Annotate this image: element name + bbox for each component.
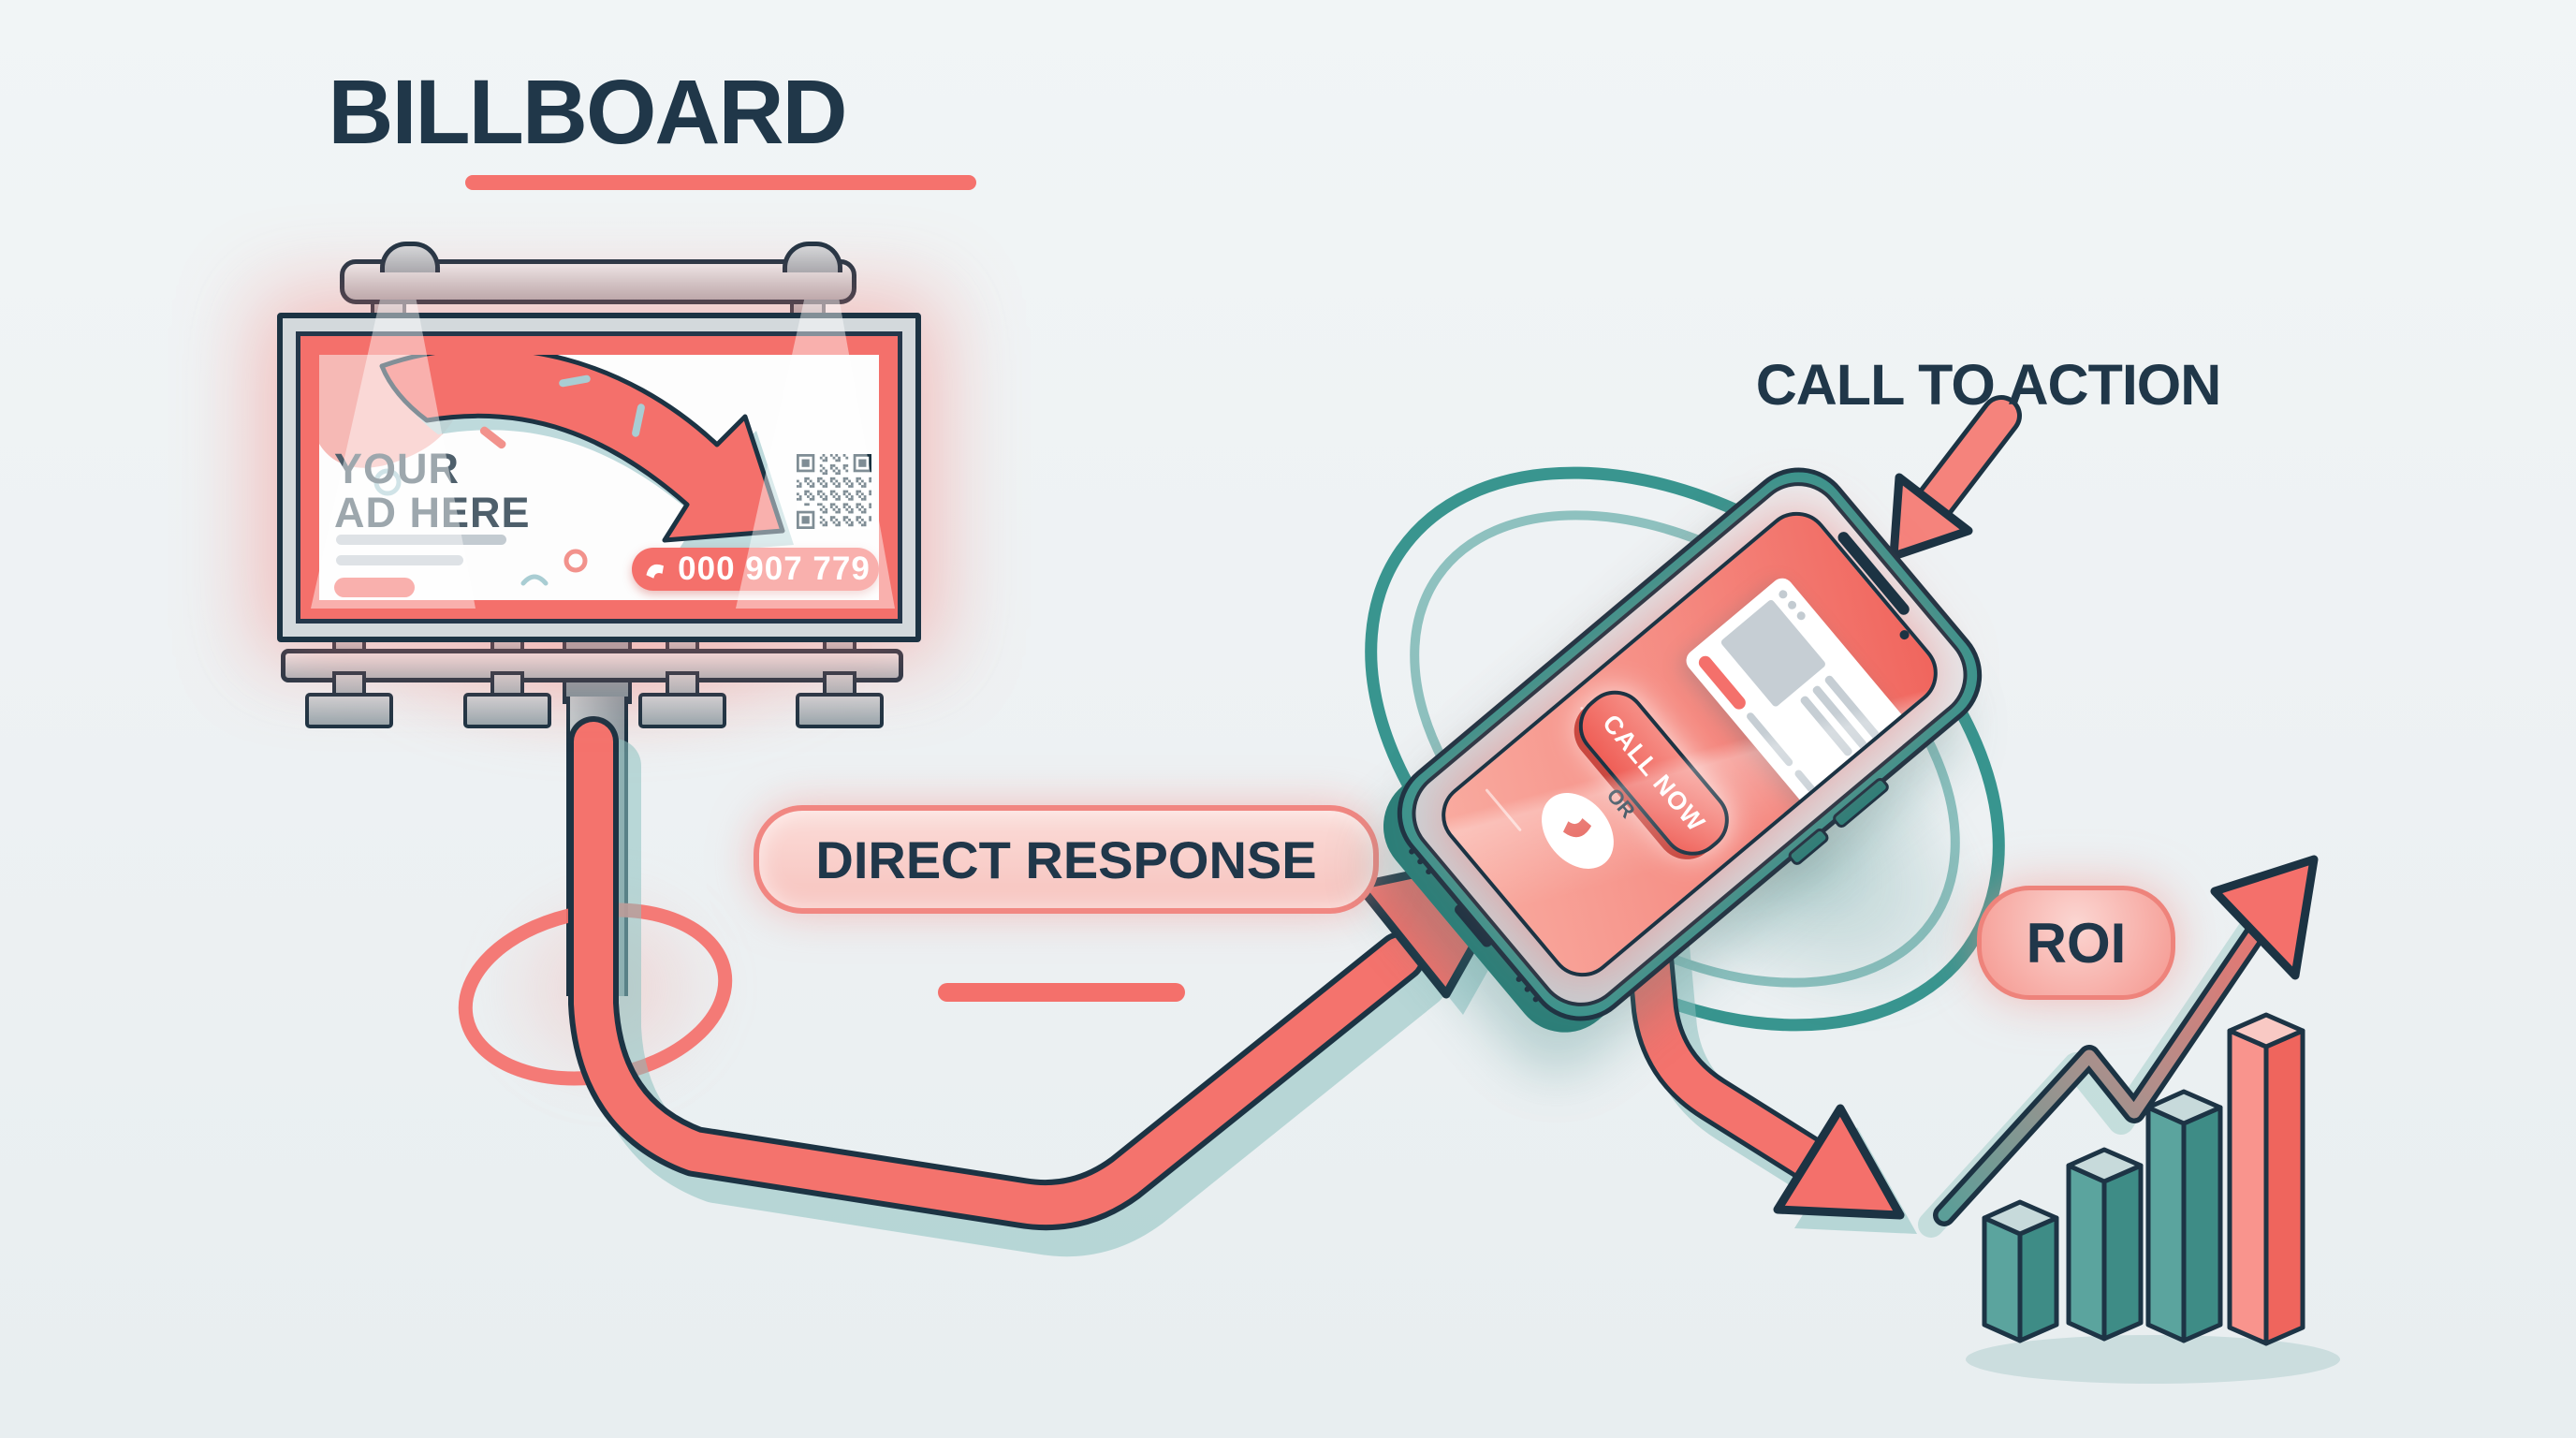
billboard-red-mat: YOUR AD HERE 000 907 779 — [296, 331, 902, 624]
text-line — [1745, 711, 1794, 768]
call-option-bubble[interactable] — [1527, 778, 1629, 884]
cta-placeholder-pill — [1695, 653, 1749, 712]
cta-arrow — [1913, 395, 2022, 524]
teal-dash-decoration — [559, 374, 591, 388]
direct-response-label: DIRECT RESPONSE — [815, 829, 1317, 889]
roi-label: ROI — [2026, 911, 2127, 975]
flow-ribbon-main — [568, 716, 1448, 1257]
billboard-lamp-icon — [380, 242, 440, 272]
phone-receiver-icon — [1562, 818, 1592, 838]
billboard-phone-number: 000 907 779 — [678, 550, 871, 587]
billboard-ad-text: YOUR AD HERE — [334, 447, 531, 535]
billboard-phone-button[interactable]: 000 907 779 — [632, 548, 879, 591]
browser-dots-icon — [1777, 588, 1912, 747]
placeholder-line — [336, 535, 506, 545]
down-arrowhead — [1773, 1104, 1905, 1220]
placeholder-pill — [334, 578, 415, 597]
roi-zigzag-arrow — [1918, 886, 2291, 1238]
roi-badge: ROI — [1977, 886, 2175, 1000]
qr-code-icon — [797, 454, 871, 529]
text-line — [1793, 768, 1828, 808]
billboard-foot-pad — [796, 693, 884, 728]
billboard-lamp-icon — [783, 242, 842, 272]
teal-dash-decoration — [632, 404, 645, 437]
bar-chart — [1982, 1012, 2305, 1346]
or-label: OR — [1602, 784, 1640, 823]
direct-response-underline — [938, 983, 1185, 1002]
bar-teal-1 — [1982, 1199, 2059, 1343]
bar-teal-2 — [2066, 1147, 2144, 1342]
call-now-label: CALL NOW — [1597, 709, 1711, 837]
billboard-panel: YOUR AD HERE 000 907 779 — [277, 313, 921, 642]
roi-zigzag-arrowhead — [2210, 855, 2319, 980]
image-placeholder — [1720, 598, 1827, 709]
text-line — [1823, 674, 1891, 752]
billboard-ad-area: YOUR AD HERE 000 907 779 — [319, 355, 879, 600]
teal-ring-decoration — [373, 468, 402, 496]
text-line — [1811, 684, 1874, 756]
coral-dash-decoration — [479, 426, 506, 449]
billboard-decorations — [319, 355, 794, 586]
ad-text-line1: YOUR — [334, 445, 461, 492]
billboard-light-bar — [340, 242, 856, 304]
billboard-foot-pad — [638, 693, 726, 728]
screen-divider — [1485, 788, 1522, 832]
teal-arc-decoration — [520, 574, 549, 586]
direct-response-badge: DIRECT RESPONSE — [754, 805, 1379, 914]
phone-receiver-icon — [646, 564, 665, 579]
title-underline — [465, 175, 976, 190]
billboard-foot-pad — [305, 693, 393, 728]
bar-chart-shadow — [1966, 1335, 2340, 1384]
text-line — [1798, 694, 1854, 758]
billboard-support-rail — [281, 649, 903, 682]
coral-ring-decoration — [564, 549, 588, 573]
billboard-foot-pad — [463, 693, 551, 728]
cta-arrowhead — [1889, 473, 1973, 561]
ad-text-line2: AD HERE — [334, 489, 531, 536]
billboard-title: BILLBOARD — [328, 61, 847, 163]
flow-ribbon-down — [1620, 864, 1851, 1203]
bar-teal-3 — [2145, 1089, 2223, 1343]
bar-coral — [2227, 1012, 2305, 1346]
cta-title: CALL TO ACTION — [1755, 353, 2222, 417]
placeholder-line — [336, 555, 463, 565]
call-now-button[interactable]: CALL NOW — [1565, 677, 1742, 869]
screen-divider — [1579, 706, 1621, 755]
